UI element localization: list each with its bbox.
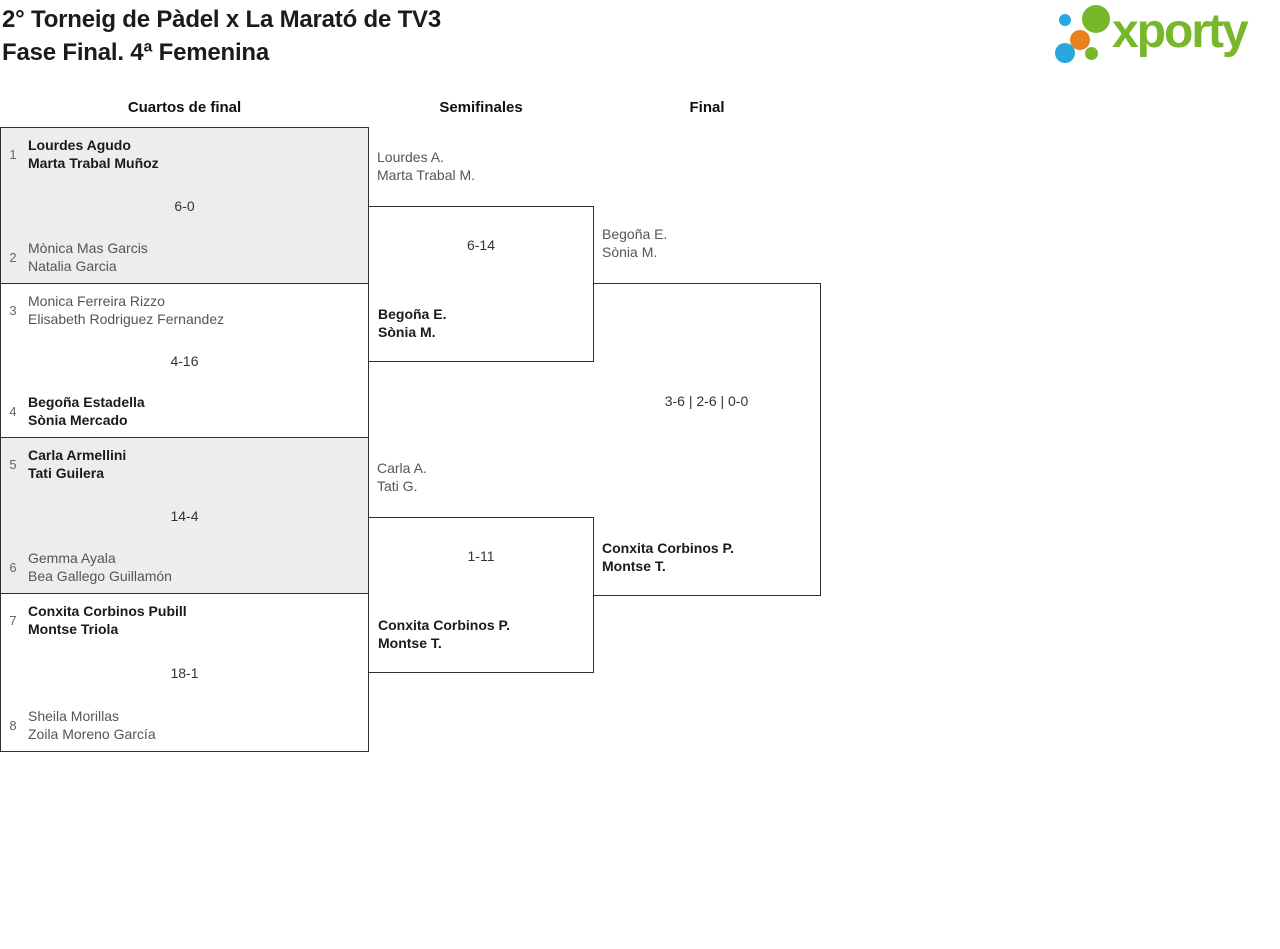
player-name: Tati G. [377,478,418,494]
seed-number: 6 [9,559,17,575]
team-names: Conxita Corbinos Pubill Montse Triola [28,602,187,638]
team-names: Carla Armellini Tati Guilera [28,446,126,482]
final-team-top: Begoña E. Sònia M. [602,225,667,261]
seed-number: 5 [9,456,17,472]
match-score: 1-11 [467,548,495,564]
semifinal-2-team-bottom: Conxita Corbinos P. Montse T. [378,616,510,652]
seed-number: 2 [9,249,17,265]
team-row: 3 Monica Ferreira Rizzo Elisabeth Rodrig… [1,292,368,328]
team-row: 8 Sheila Morillas Zoila Moreno García [1,707,368,743]
quarterfinal-match-3[interactable]: 5 Carla Armellini Tati Guilera 14-4 6 Ge… [0,437,369,594]
semifinal-1-team-top: Lourdes A. Marta Trabal M. [377,148,475,184]
player-name: Sheila Morillas [28,708,120,724]
player-name: Begoña Estadella [28,394,145,410]
seed-number: 3 [9,302,17,318]
logo-dot-icon [1085,47,1098,60]
column-header-quarterfinals: Cuartos de final [127,99,242,116]
player-name: Montse Triola [28,621,119,637]
xporty-wordmark: xporty [1112,5,1249,58]
final-match[interactable]: 3-6 | 2-6 | 0-0 Conxita Corbinos P. Mont… [593,283,821,596]
match-score: 18-1 [170,664,199,681]
player-name: Marta Trabal Muñoz [28,155,159,171]
seed-number: 7 [9,612,17,628]
match-score: 6-14 [466,237,496,253]
column-header-final: Final [689,99,725,116]
player-name: Monica Ferreira Rizzo [28,293,165,309]
player-name: Carla A. [377,460,427,476]
xporty-logo[interactable]: xporty [1050,0,1280,78]
match-score: 14-4 [170,507,199,524]
quarterfinal-match-4[interactable]: 7 Conxita Corbinos Pubill Montse Triola … [0,593,369,752]
player-name: Sònia M. [602,244,658,260]
match-score: 6-0 [174,197,195,214]
player-name: Zoila Moreno García [28,726,156,742]
player-name: Tati Guilera [28,465,104,481]
team-row: 5 Carla Armellini Tati Guilera [1,446,368,482]
player-name: Conxita Corbinos P. [378,617,510,633]
player-name: Conxita Corbinos P. [602,540,734,556]
player-name: Marta Trabal M. [377,167,476,183]
semifinal-match-2[interactable]: 1-11 Conxita Corbinos P. Montse T. [368,517,594,673]
team-row: 2 Mònica Mas Garcis Natalia Garcia [1,239,368,275]
team-names: Gemma Ayala Bea Gallego Guillamón [28,549,172,585]
tournament-title: 2° Torneig de Pàdel x La Marató de TV3 [2,6,442,33]
seed-number: 8 [9,717,17,733]
team-names: Lourdes Agudo Marta Trabal Muñoz [28,136,159,172]
team-row: 4 Begoña Estadella Sònia Mercado [1,393,368,429]
team-row: 1 Lourdes Agudo Marta Trabal Muñoz [1,136,368,172]
player-name: Sònia M. [378,324,436,340]
player-name: Bea Gallego Guillamón [28,568,172,584]
team-row: 7 Conxita Corbinos Pubill Montse Triola [1,602,368,638]
team-names: Monica Ferreira Rizzo Elisabeth Rodrigue… [28,292,224,328]
match-score: 4-16 [170,352,199,369]
seed-number: 4 [9,403,17,419]
page-title: 2° Torneig de Pàdel x La Marató de TV3 F… [2,3,441,69]
player-name: Carla Armellini [28,447,127,463]
team-names: Mònica Mas Garcis Natalia Garcia [28,239,148,275]
quarterfinal-match-2[interactable]: 3 Monica Ferreira Rizzo Elisabeth Rodrig… [0,283,369,438]
player-name: Lourdes Agudo [28,137,131,153]
logo-dot-icon [1059,14,1071,26]
player-name: Natalia Garcia [28,258,117,274]
player-name: Montse T. [602,558,666,574]
seed-number: 1 [9,146,17,162]
semifinal-1-team-bottom: Begoña E. Sònia M. [378,305,446,341]
semifinal-2-team-top: Carla A. Tati G. [377,459,427,495]
player-name: Mònica Mas Garcis [28,240,148,256]
team-names: Begoña Estadella Sònia Mercado [28,393,145,429]
player-name: Lourdes A. [377,149,444,165]
match-score: 3-6 | 2-6 | 0-0 [664,393,749,409]
team-row: 6 Gemma Ayala Bea Gallego Guillamón [1,549,368,585]
quarterfinal-match-1[interactable]: 1 Lourdes Agudo Marta Trabal Muñoz 6-0 2… [0,127,369,284]
logo-dot-icon [1055,43,1075,63]
final-team-bottom: Conxita Corbinos P. Montse T. [602,539,734,575]
semifinal-match-1[interactable]: 6-14 Begoña E. Sònia M. [368,206,594,362]
team-names: Sheila Morillas Zoila Moreno García [28,707,156,743]
player-name: Conxita Corbinos Pubill [28,603,187,619]
column-header-semifinals: Semifinales [439,99,523,116]
player-name: Gemma Ayala [28,550,116,566]
phase-subtitle: Fase Final. 4ª Femenina [2,39,270,66]
player-name: Montse T. [378,635,442,651]
player-name: Begoña E. [602,226,668,242]
player-name: Elisabeth Rodriguez Fernandez [28,311,225,327]
player-name: Begoña E. [378,306,447,322]
logo-dot-icon [1070,30,1090,50]
logo-dot-icon [1082,5,1110,33]
player-name: Sònia Mercado [28,412,128,428]
